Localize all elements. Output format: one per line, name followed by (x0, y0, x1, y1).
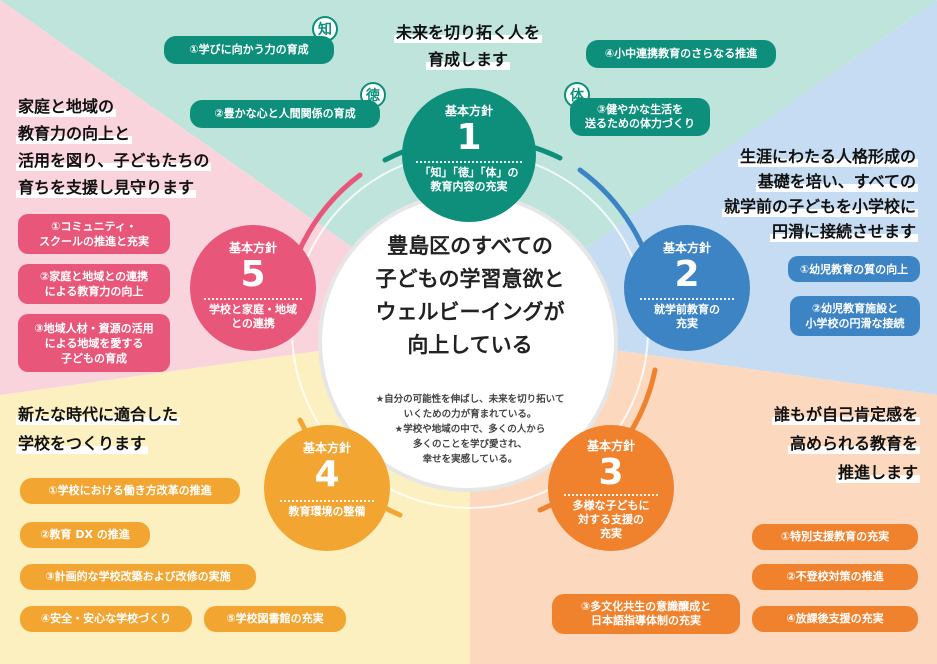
item3-4: ④放課後支援の充実 (752, 606, 918, 632)
center-note-line: 多くのことを学び愛され、 (412, 439, 528, 450)
item4-5: ⑤学校図書館の充実 (204, 606, 346, 632)
policy-circle-5: 基本方針 5 学校と家庭・地域 との連携 (190, 225, 316, 351)
policy-circle-2: 基本方針 2 就学前教育の 充実 (624, 225, 750, 351)
policy-sub: 「知」「徳」「体」の 教育内容の充実 (416, 161, 522, 194)
goal-3-line: 誰もが自己肯定感を (771, 404, 920, 425)
policy-label: 基本方針 (228, 241, 277, 255)
goal-4-line: 新たな時代に適合した (16, 404, 181, 425)
item3-3: ③多文化共生の意識醸成と日本語指導体制の充実 (552, 594, 740, 634)
center-title-line: ウェルビーイングが (375, 300, 565, 324)
item4-1: ①学校における働き方改革の推進 (20, 478, 240, 504)
center-title-line: 子どもの学習意欲と (375, 267, 565, 291)
policy-sub: 就学前教育の 充実 (640, 298, 734, 331)
goal-2: 生涯にわたる人格形成の 基礎を培い、すべての 就学前の子どもを小学校に 円滑に接… (690, 146, 918, 242)
policy-number: 1 (456, 117, 482, 158)
item4-3: ③計画的な学校改築および改修の実施 (20, 564, 256, 590)
policy-label: 基本方針 (662, 241, 711, 255)
item3-1: ①特別支援教育の充実 (752, 524, 918, 550)
policy-circle-4: 基本方針 4 教育環境の整備 (264, 425, 390, 551)
policy-number: 4 (314, 454, 340, 495)
item2-2: ②幼児教育施設と小学校の円滑な接続 (790, 296, 920, 336)
center-note-line: ★学校や地域の中で、多くの人から (394, 424, 546, 435)
center-title-line: 向上している (407, 333, 533, 357)
goal-2-line: 生涯にわたる人格形成の (737, 146, 918, 167)
item5-1: ①コミュニティ・スクールの推進と充実 (18, 214, 170, 254)
item1-1: ①学びに向かう力の育成 (164, 36, 334, 64)
center-note-line: 幸せを実感している。 (422, 454, 518, 465)
policy-number: 3 (598, 452, 624, 493)
goal-5: 家庭と地域の 教育力の向上と 活用を図り、子どもたちの 育ちを支援し見守ります (16, 96, 252, 198)
policy-number: 2 (674, 254, 700, 295)
item2-1: ①幼児教育の質の向上 (788, 256, 920, 282)
goal-3-line: 推進します (835, 462, 920, 483)
policy-number: 5 (240, 254, 266, 295)
policy-sub: 多様な子どもに 対する支援の 充実 (564, 494, 658, 541)
goal-1: 未来を切り拓く人を 育成します (378, 22, 558, 70)
item1-3: ③健やかな生活を送るための体力づくり (570, 98, 710, 136)
center-note-line: いくための力が育まれている。 (403, 409, 537, 420)
goal-2-line: 基礎を培い、すべての (755, 171, 918, 192)
goal-5-line: 育ちを支援し見守ります (16, 177, 197, 198)
policy-circle-1: 基本方針 1 「知」「徳」「体」の 教育内容の充実 (402, 88, 536, 222)
goal-5-line: 教育力の向上と (16, 123, 133, 144)
goal-3: 誰もが自己肯定感を 高められる教育を 推進します (700, 404, 920, 483)
item5-3: ③地域人材・資源の活用による地域を愛する子どもの育成 (18, 314, 170, 372)
item4-2: ②教育 DX の推進 (20, 522, 150, 548)
goal-2-line: 円滑に接続させます (769, 221, 918, 242)
policy-label: 基本方針 (302, 441, 351, 455)
policy-label: 基本方針 (444, 104, 493, 118)
policy-circle-3: 基本方針 3 多様な子どもに 対する支援の 充実 (548, 425, 674, 551)
policy-sub: 教育環境の整備 (280, 500, 374, 519)
tai-badge: 体 (564, 82, 590, 108)
item3-2: ②不登校対策の推進 (752, 564, 918, 590)
item4-4: ④安全・安心な学校づくり (20, 606, 192, 632)
goal-2-line: 就学前の子どもを小学校に (721, 196, 918, 217)
center-title: 豊島区のすべての 子どもの学習意欲と ウェルビーイングが 向上している (330, 230, 610, 362)
center-title-line: 豊島区のすべての (387, 234, 553, 258)
item1-4: ④小中連携教育のさらなる推進 (586, 40, 776, 68)
goal-1-line: 未来を切り拓く人を (393, 22, 542, 43)
goal-4: 新たな時代に適合した 学校をつくります (16, 404, 246, 454)
policy-label: 基本方針 (586, 439, 635, 453)
item5-2: ②家庭と地域との連携による教育力の向上 (18, 264, 170, 304)
item1-2: ②豊かな心と人間関係の育成 (190, 100, 380, 128)
goal-3-line: 高められる教育を (787, 433, 920, 454)
center-notes: ★自分の可能性を伸ばし、未来を切り拓いて いくための力が育まれている。 ★学校や… (350, 392, 590, 467)
goal-5-line: 活用を図り、子どもたちの (16, 150, 212, 171)
goal-1-line: 育成します (425, 49, 510, 70)
goal-5-line: 家庭と地域の (16, 96, 117, 117)
center-note-line: ★自分の可能性を伸ばし、未来を切り拓いて (375, 394, 565, 405)
policy-sub: 学校と家庭・地域 との連携 (204, 298, 302, 331)
goal-4-line: 学校をつくります (16, 433, 149, 454)
